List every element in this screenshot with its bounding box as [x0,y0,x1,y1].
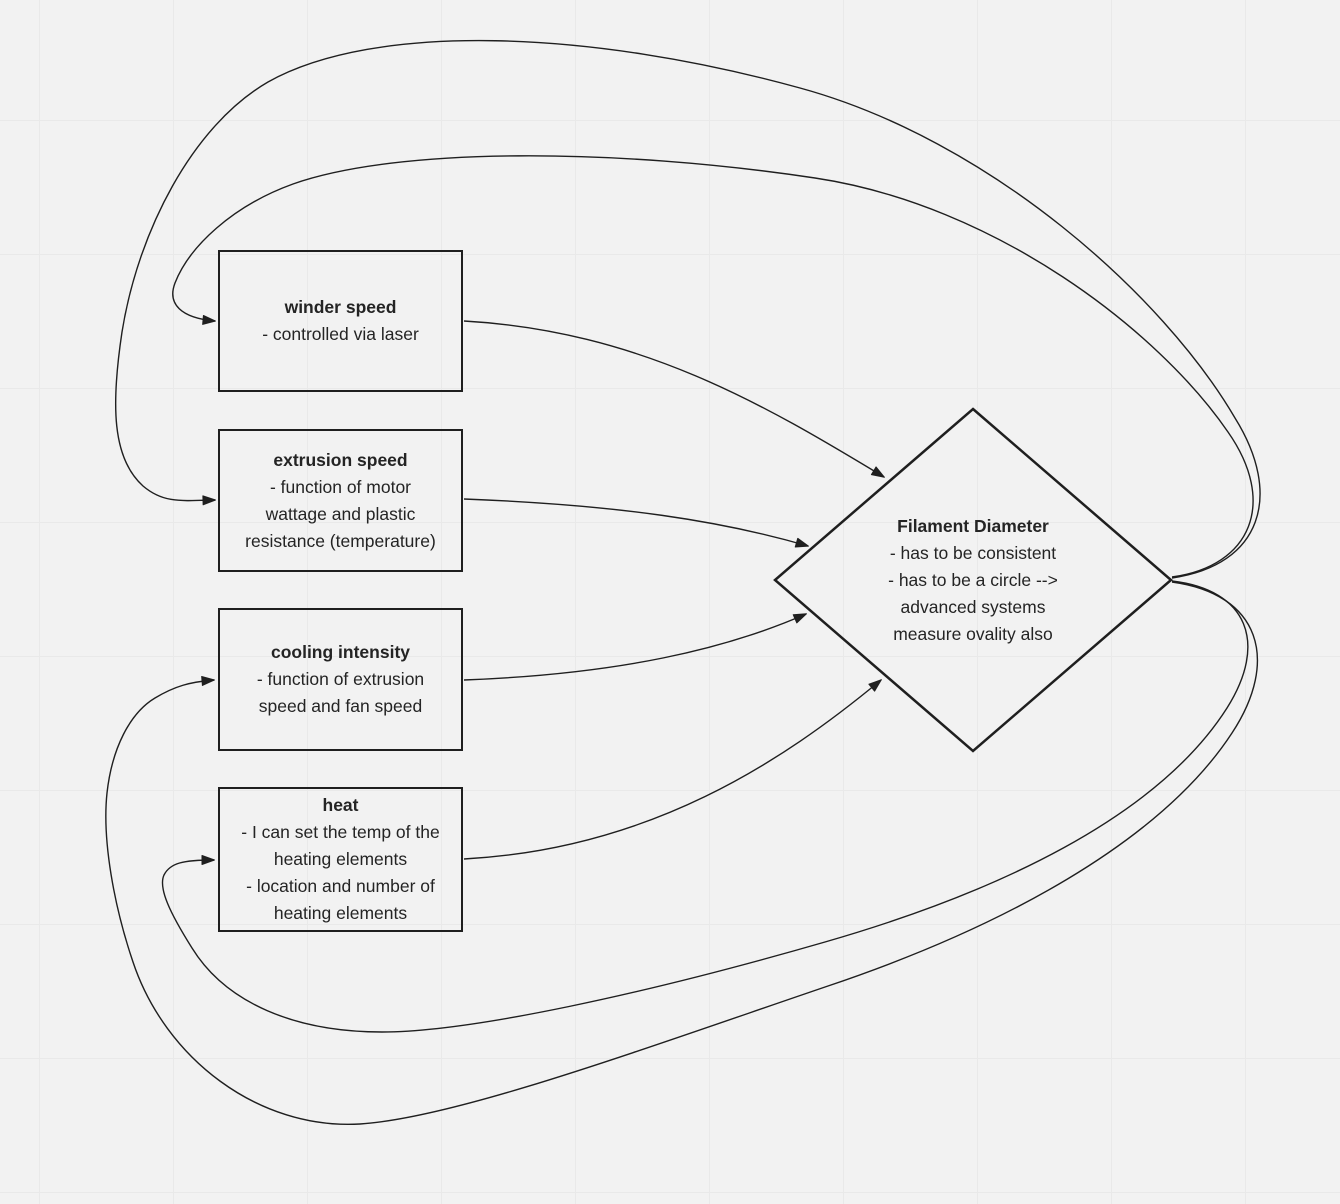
node-filament-diameter-label: Filament Diameter - has to be consistent… [833,511,1113,649]
edge-filament-to-extrusion[interactable] [114,39,1261,579]
node-extrusion-speed-line: - function of motor [269,476,412,497]
edge-heat-to-filament[interactable] [463,679,882,860]
node-heat-line: heating elements [273,903,408,923]
edge-extrusion-to-filament[interactable] [463,498,809,548]
filament-diameter-diamond[interactable] [773,407,1173,753]
edge-filament-to-winder[interactable] [172,155,1254,578]
node-heat-title: heat [322,795,359,815]
node-cooling-intensity-line: speed and fan speed [258,696,423,716]
node-filament-diameter-line: - has to be consistent [889,542,1057,563]
node-heat-line: - I can set the temp of the [241,822,440,842]
edge-filament-to-cooling[interactable] [105,581,1259,1125]
node-cooling-intensity-line: - function of extrusion [256,669,425,689]
node-cooling-intensity-title: cooling intensity [270,642,411,662]
node-filament-diameter-line: - has to be a circle --> [888,569,1058,590]
node-heat[interactable]: heat - I can set the temp of the heating… [218,787,463,932]
node-winder-speed[interactable]: winder speed - controlled via laser [218,250,463,392]
node-extrusion-speed-line: resistance (temperature) [245,530,436,551]
node-winder-speed-line: - controlled via laser [262,324,419,344]
node-filament-diameter-title: Filament Diameter [897,515,1049,536]
node-heat-line: heating elements [273,849,408,869]
node-filament-diameter-line: measure ovality also [893,623,1053,644]
node-heat-line: - location and number of [246,876,435,896]
node-extrusion-speed-line: wattage and plastic [265,503,416,524]
edge-filament-to-heat[interactable] [161,580,1249,1033]
node-winder-speed-title: winder speed [284,297,397,317]
node-filament-diameter-line: advanced systems [900,596,1046,617]
node-extrusion-speed-title: extrusion speed [273,449,408,470]
node-cooling-intensity[interactable]: cooling intensity - function of extrusio… [218,608,463,751]
edge-winder-to-filament[interactable] [463,320,885,478]
node-extrusion-speed[interactable]: extrusion speed - function of motor watt… [218,429,463,572]
edge-cooling-to-filament[interactable] [463,613,807,681]
